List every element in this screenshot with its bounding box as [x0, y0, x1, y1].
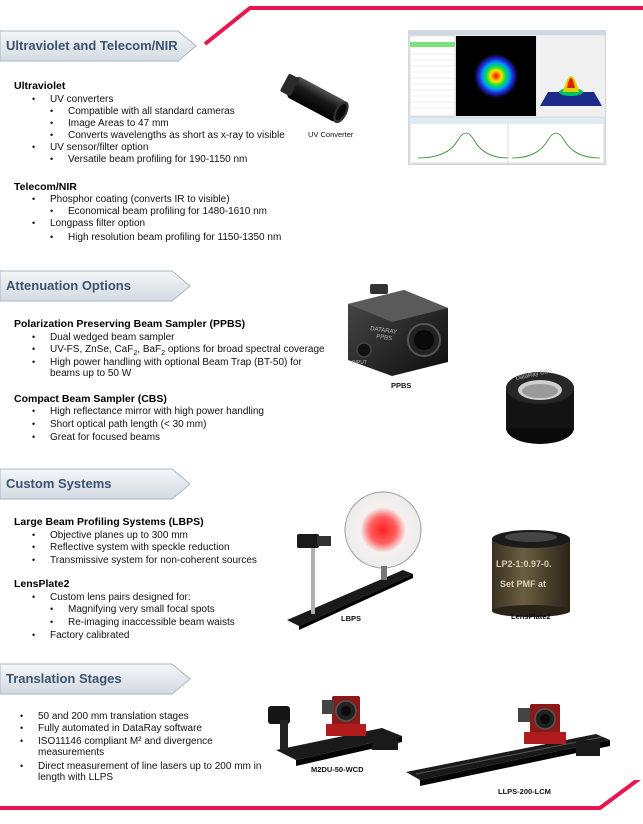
section-banner-attenuation: Attenuation Options	[0, 269, 200, 303]
list-item: •UV-FS, ZnSe, CaF2, BaF2 options for bro…	[32, 344, 325, 357]
software-screenshot	[408, 30, 606, 165]
caption-llps: LLPS-200-LCM	[498, 787, 551, 796]
ppbs-image: DATARAY PPBS INPUT	[348, 284, 448, 376]
list-item: •Phosphor coating (converts IR to visibl…	[32, 194, 230, 205]
list-item: •Dual wedged beam sampler	[32, 332, 175, 343]
list-item: •50 and 200 mm translation stages	[20, 711, 189, 722]
list-item: •Magnifying very small focal spots	[50, 604, 215, 615]
list-item: •Converts wavelengths as short as x-ray …	[50, 130, 285, 141]
top-accent-frame	[203, 6, 643, 46]
caption-m2du: M2DU-50-WCD	[311, 765, 364, 774]
bottom-accent-frame	[0, 780, 641, 810]
list-item: •Longpass filter option	[32, 218, 146, 229]
uv-converter-image	[280, 74, 349, 124]
list-item: •ISO11146 compliant M² and divergence	[20, 736, 213, 747]
section-title-custom: Custom Systems	[6, 476, 112, 491]
list-item: •Versatile beam profiling for 190-1150 n…	[50, 154, 248, 165]
subheading-ppbs: Polarization Preserving Beam Sampler (PP…	[14, 318, 246, 330]
lensplate-image: LP2-1:0.97-0. Set PMF at	[492, 530, 570, 617]
list-item: •Great for focused beams	[32, 432, 161, 443]
lensplate-label-2: Set PMF at	[500, 579, 546, 589]
llps-stage-image	[406, 704, 610, 786]
list-item: •Fully automated in DataRay software	[20, 723, 202, 734]
caption-lbps: LBPS	[341, 614, 362, 623]
list-item: •Factory calibrated	[32, 630, 130, 641]
cbs-image: DataRay CBS	[506, 368, 574, 444]
list-item-continuation: length with LLPS	[38, 772, 114, 783]
list-item: •UV converters	[32, 94, 114, 105]
list-item: •Custom lens pairs designed for:	[32, 592, 191, 603]
ppbs-label-brand: DATARAY	[370, 326, 398, 336]
ppbs-label-input: INPUT	[352, 360, 367, 366]
list-item: •UV sensor/filter option	[32, 142, 149, 153]
subheading-ultraviolet: Ultraviolet	[14, 80, 66, 92]
list-item: •Economical beam profiling for 1480-1610…	[50, 206, 267, 217]
ppbs-label-model: PPBS	[376, 334, 393, 342]
list-item: •Objective planes up to 300 mm	[32, 530, 188, 541]
list-item: •High reflectance mirror with high power…	[32, 406, 264, 417]
subheading-cbs: Compact Beam Sampler (CBS)	[14, 393, 167, 405]
list-item: •Short optical path length (< 30 mm)	[32, 419, 207, 430]
m2du-stage-image	[268, 696, 402, 766]
list-item: •Direct measurement of line lasers up to…	[20, 761, 262, 772]
lbps-image	[287, 491, 422, 630]
section-title-translation: Translation Stages	[6, 671, 122, 686]
section-banner-uv: Ultraviolet and Telecom/NIR	[0, 29, 200, 63]
list-item: •Reflective system with speckle reductio…	[32, 542, 230, 553]
list-item: •Transmissive system for non-coherent so…	[32, 555, 257, 566]
list-item-continuation: measurements	[38, 747, 105, 758]
list-item: •High power handling with optional Beam …	[32, 357, 302, 368]
section-banner-translation: Translation Stages	[0, 662, 200, 696]
section-banner-custom: Custom Systems	[0, 467, 200, 501]
list-item: •Image Areas to 47 mm	[50, 118, 169, 129]
caption-ppbs: PPBS	[391, 381, 412, 390]
list-item: •Re-imaging inaccessible beam waists	[50, 617, 235, 628]
section-title-attenuation: Attenuation Options	[6, 278, 131, 293]
caption-lensplate: LensPlate2	[511, 612, 551, 621]
subheading-lensplate: LensPlate2	[14, 578, 70, 590]
subheading-lbps: Large Beam Profiling Systems (LBPS)	[14, 516, 204, 528]
list-item-continuation: beams up to 50 W	[50, 368, 132, 379]
list-item: •Compatible with all standard cameras	[50, 106, 235, 117]
list-item: •High resolution beam profiling for 1150…	[50, 232, 282, 243]
lensplate-label-1: LP2-1:0.97-0.	[496, 559, 552, 569]
caption-uv-converter: UV Converter	[308, 130, 354, 139]
section-title-uv: Ultraviolet and Telecom/NIR	[6, 38, 178, 53]
subheading-telecom: Telecom/NIR	[14, 181, 77, 193]
